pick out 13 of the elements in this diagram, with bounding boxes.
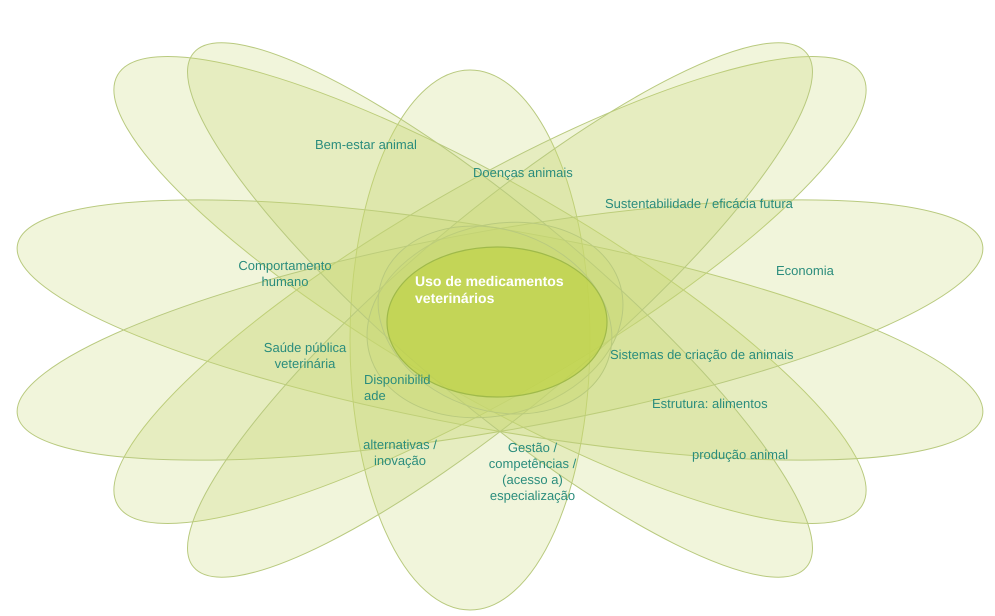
petal-label: Disponibilidade [364, 372, 432, 404]
petal-label: Bem-estar animal [315, 137, 417, 153]
petal-label: Saúde pública veterinária [262, 340, 348, 372]
petal-label: Doenças animais [473, 165, 573, 181]
petal-label: Sistemas de criação de animais [610, 347, 794, 363]
petal-label: alternativas / inovação [362, 437, 438, 469]
petal-label: Estrutura: alimentos [652, 396, 768, 412]
center-label: Uso de medicamentos veterinários [415, 273, 565, 307]
petal-label: Comportamento humano [237, 258, 333, 290]
petal-label: produção animal [692, 447, 788, 463]
petal-label: Gestão / competências / (acesso a) especialização [488, 440, 578, 504]
petal-label: Sustentabilidade / eficácia futura [605, 196, 793, 212]
petal-label: Economia [776, 263, 834, 279]
